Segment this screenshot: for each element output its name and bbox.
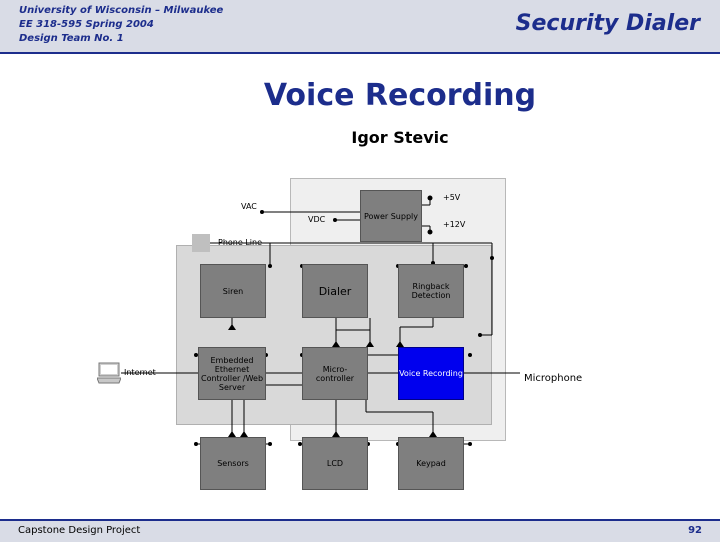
page-number: 92 xyxy=(688,525,702,536)
voice-recording-label: Voice Recording xyxy=(399,369,463,378)
microcontroller-label: Micro- controller xyxy=(315,364,355,383)
keypad-block: Keypad xyxy=(398,437,464,490)
siren-block: Siren xyxy=(200,264,266,318)
ringback-detection-block: Ringback Detection xyxy=(398,264,464,318)
phone-line-label: Phone Line xyxy=(218,238,262,247)
slide-header: University of Wisconsin – Milwaukee EE 3… xyxy=(0,0,720,54)
keypad-label: Keypad xyxy=(416,459,446,468)
ethernet-label: Embedded Ethernet Controller /Web Server xyxy=(200,355,264,392)
sensors-block: Sensors xyxy=(200,437,266,490)
plus-12v-label: +12V xyxy=(443,220,466,229)
power-supply-label: Power Supply xyxy=(364,211,418,221)
dialer-block: Dialer xyxy=(302,264,368,318)
voice-recording-block: Voice Recording xyxy=(398,347,464,400)
header-team: Design Team No. 1 xyxy=(19,33,124,44)
microcontroller-block: Micro- controller xyxy=(302,347,368,400)
vdc-label: VDC xyxy=(308,215,326,224)
header-university: University of Wisconsin – Milwaukee xyxy=(19,5,224,16)
power-supply-block: Power Supply xyxy=(360,190,422,242)
slide-footer: Capstone Design Project 92 xyxy=(0,519,720,542)
microphone-label: Microphone xyxy=(524,373,583,384)
vac-label: VAC xyxy=(241,202,257,211)
internet-label: Internet xyxy=(124,368,156,377)
slide-title: Voice Recording xyxy=(263,78,537,113)
plus-5v-label: +5V xyxy=(443,193,461,202)
computer-icon xyxy=(97,362,121,384)
sensors-label: Sensors xyxy=(217,459,249,468)
siren-label: Siren xyxy=(222,286,244,296)
ringback-label: Ringback Detection xyxy=(411,282,451,300)
lcd-block: LCD xyxy=(302,437,368,490)
phone-line-connector xyxy=(192,234,210,252)
dialer-label: Dialer xyxy=(318,284,352,298)
header-course: EE 318-595 Spring 2004 xyxy=(19,19,154,30)
slide-subtitle: Igor Stevic xyxy=(351,128,449,147)
header-project-title: Security Dialer xyxy=(515,11,700,36)
lcd-label: LCD xyxy=(326,459,344,468)
ethernet-controller-block: Embedded Ethernet Controller /Web Server xyxy=(198,347,266,400)
footer-project-label: Capstone Design Project xyxy=(18,525,141,536)
